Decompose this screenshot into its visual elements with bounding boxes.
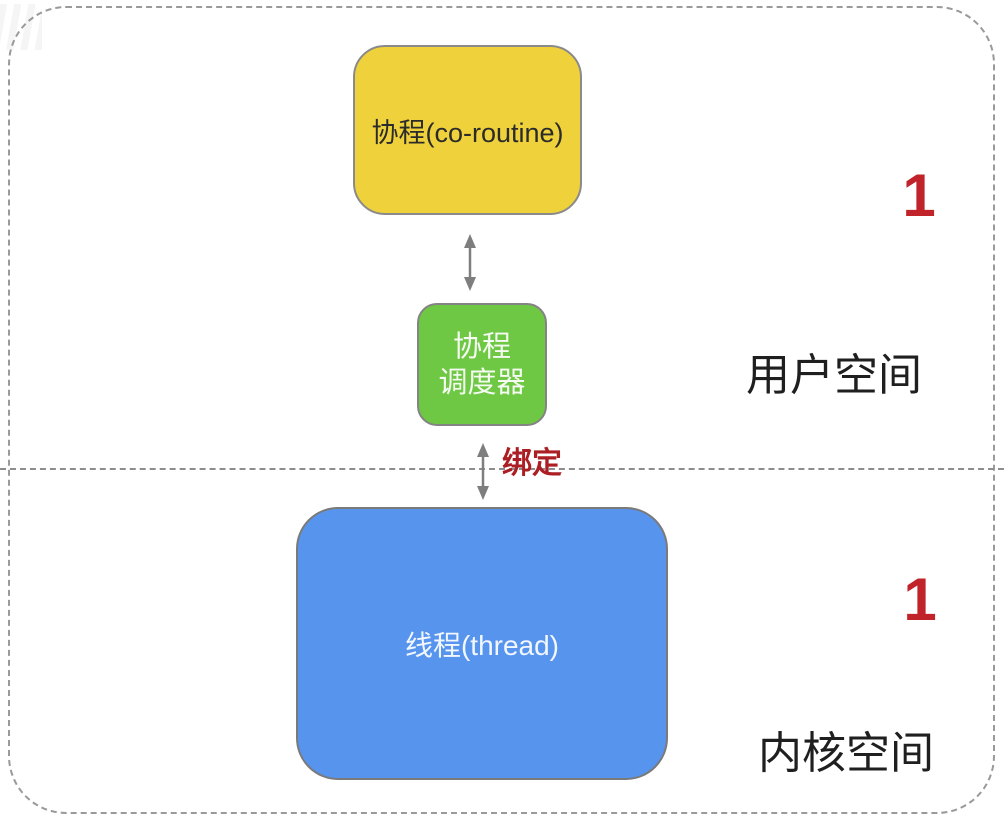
coroutine-node-label: 协程(co-routine) [371,117,564,148]
coroutine-node: 协程(co-routine) [353,45,582,215]
user-space-label: 用户空间 [746,351,922,400]
thread-node: 线程(thread) [296,507,668,780]
user-space-count: 1 [902,162,936,229]
scheduler-node: 协程 调度器 [417,303,547,426]
binding-label: 绑定 [502,447,562,480]
kernel-space-count: 1 [903,566,937,633]
scheduler-node-label-line2: 调度器 [438,366,526,399]
diagram-dashed-border [8,6,995,814]
kernel-space-label: 内核空间 [758,729,934,778]
thread-node-label: 线程(thread) [404,629,560,661]
scheduler-node-label-line1: 协程 [452,330,511,363]
user-kernel-divider-line [0,468,1004,470]
